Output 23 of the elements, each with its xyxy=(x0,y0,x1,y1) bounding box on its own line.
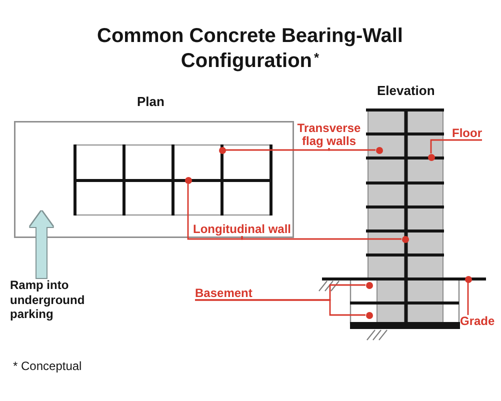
leader-line xyxy=(241,236,402,240)
diagram-title: Common Concrete Bearing-Wall Configuration$^{*}$ xyxy=(96,24,404,74)
callout-label: Grade xyxy=(460,315,495,328)
callout-label: Basement xyxy=(195,287,252,300)
callout-label: Longitudinal wall xyxy=(193,223,291,236)
leader-line xyxy=(195,299,366,316)
leader-dot xyxy=(218,146,226,154)
block-arrow xyxy=(30,211,53,278)
leader-line xyxy=(187,184,243,240)
annotation-text: Ramp into underground parking xyxy=(10,278,90,322)
callout-label: Transverse flag walls xyxy=(296,122,362,148)
leader-line xyxy=(467,282,469,315)
footnote: * Conceptual xyxy=(13,359,82,373)
leader-dot xyxy=(464,276,472,282)
callout-label: Floor xyxy=(452,127,482,140)
leader-line xyxy=(328,148,376,151)
view-heading: Elevation xyxy=(377,83,435,98)
leader-line xyxy=(226,148,330,151)
leader-line xyxy=(430,139,482,154)
leader-dot xyxy=(366,312,372,318)
view-heading: Plan xyxy=(137,94,164,109)
leader-dot xyxy=(366,282,372,288)
leader-dot xyxy=(184,177,192,184)
